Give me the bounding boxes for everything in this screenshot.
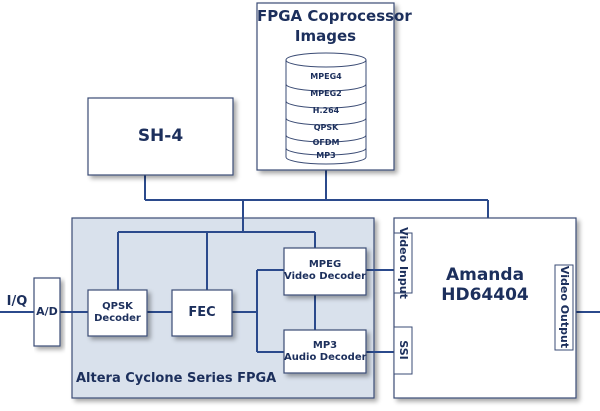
mp3-label-line2: Audio Decoder [284,352,367,363]
fec-box [171,289,233,337]
image-item-mpeg4: MPEG4 [310,72,342,81]
video-input-port [393,232,413,294]
ad-box [33,277,61,347]
image-item-h264: H.264 [312,106,340,115]
coprocessor-title-line1: FPGA Coprocessor [257,7,412,25]
qpsk-box [87,289,148,337]
video-output-label: Video Output [558,265,571,349]
qpsk-label-line1: QPSK [102,301,133,312]
amanda-box [393,217,577,399]
mpeg-label: MPEG Video Decoder [284,259,366,283]
amanda-label: Amanda HD64404 [430,265,540,305]
coprocessor-title: FPGA Coprocessor Images [257,6,412,46]
ssi-port [393,326,413,375]
image-cylinder [285,52,367,165]
image-item-ofdm: OFDM [312,138,340,147]
iq-label: I/Q [6,294,28,309]
image-item-mpeg2: MPEG2 [310,89,342,98]
image-item-mp3: MP3 [316,151,336,160]
amanda-label-line2: HD64404 [441,285,529,305]
mpeg-label-line2: Video Decoder [284,271,367,282]
mpeg-label-line1: MPEG [308,259,342,270]
image-item-qpsk: QPSK [313,123,339,132]
video-input-label: Video Input [397,227,410,299]
amanda-label-line1: Amanda [445,265,525,285]
qpsk-label-line2: Decoder [94,313,141,324]
connection-lines [0,170,600,353]
ad-label: A/D [36,305,58,318]
fec-label: FEC [188,305,216,320]
image-list: MPEG4 MPEG2 H.264 QPSK OFDM MP3 [286,68,366,162]
mp3-label-line1: MP3 [312,340,338,351]
coprocessor-title-line2: Images [294,27,357,45]
mp3-label: MP3 Audio Decoder [284,340,367,364]
ssi-label: SSI [397,340,410,360]
qpsk-label: QPSK Decoder [88,301,147,325]
mpeg-box [283,247,367,296]
fpga-label: Altera Cyclone Series FPGA [76,371,277,386]
sh4-box [87,97,234,176]
video-output-port [554,264,574,351]
sh4-label: SH-4 [137,126,184,146]
mp3-box [283,329,367,374]
